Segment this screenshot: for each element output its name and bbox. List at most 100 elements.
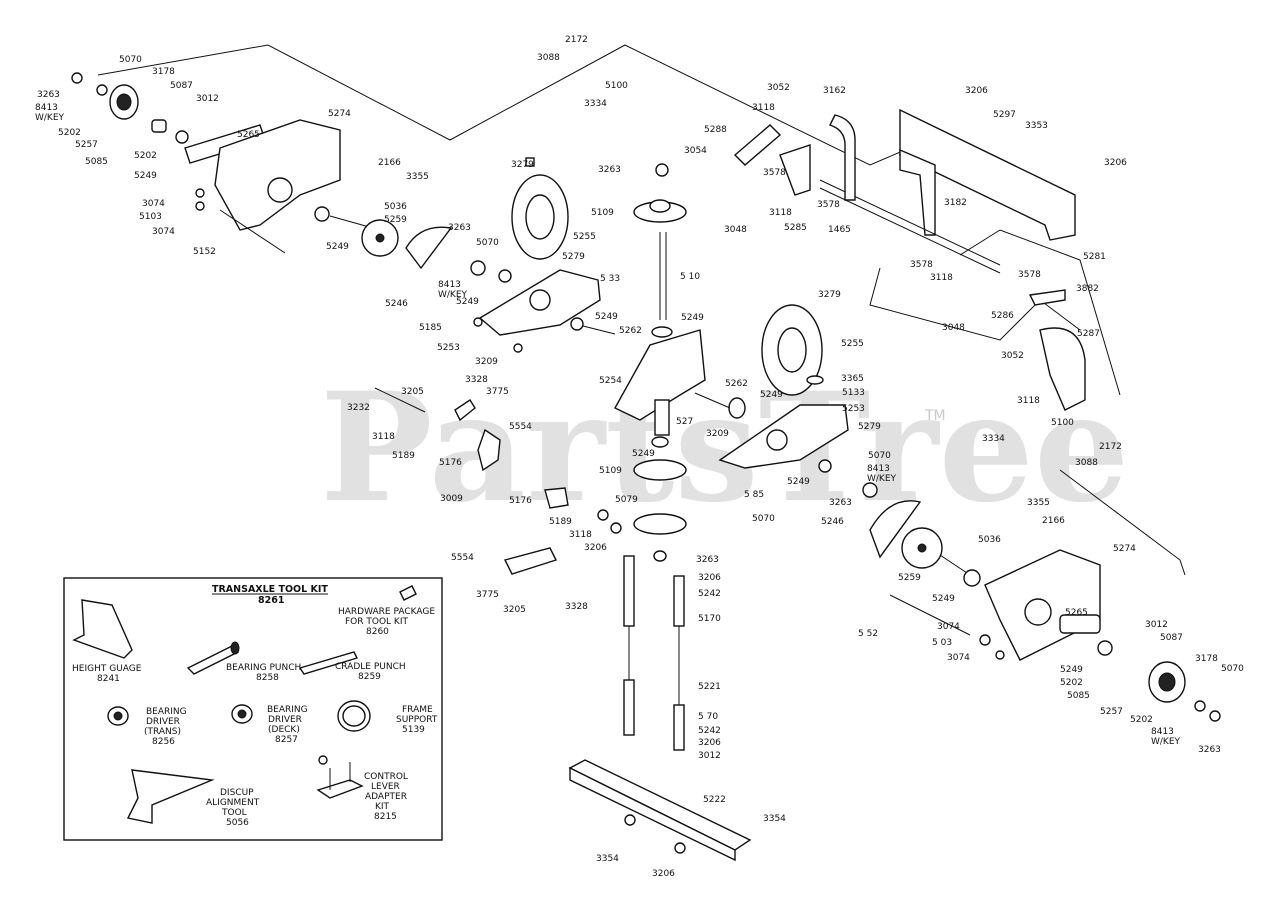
- callout: 5259: [384, 215, 407, 225]
- callout: 5133: [842, 388, 865, 398]
- callout: 3365: [841, 374, 864, 384]
- watermark-tm: TM: [924, 408, 946, 424]
- callout: 3206: [698, 573, 721, 583]
- callout: 3328: [465, 375, 488, 385]
- callout: 5176: [439, 458, 462, 468]
- callout: 3048: [724, 225, 747, 235]
- callout: 3162: [823, 86, 846, 96]
- callout: 5254: [599, 376, 622, 386]
- callout: 5 03: [932, 638, 952, 648]
- callout: 5 85: [744, 490, 764, 500]
- callout: 2172: [1099, 442, 1122, 452]
- callout: 3054: [684, 146, 707, 156]
- callout: 5259: [898, 573, 921, 583]
- callout: 3118: [930, 273, 953, 283]
- height-gauge-icon: [72, 599, 133, 659]
- kit-item-label: TOOL: [221, 808, 247, 818]
- callout: 3088: [1075, 458, 1098, 468]
- callout: 5109: [591, 208, 614, 218]
- callout: 3578: [1018, 270, 1041, 280]
- callout: 3012: [196, 94, 219, 104]
- callout: 5070: [476, 238, 499, 248]
- kit-item-label: HARDWARE PACKAGE: [338, 607, 435, 617]
- right-axle-assembly: [869, 500, 1221, 722]
- callout: 3012: [698, 751, 721, 761]
- callout: 3263: [448, 223, 471, 233]
- callout: 1465: [828, 225, 851, 235]
- callout: 5249: [1060, 665, 1083, 675]
- callout: 5070: [752, 514, 775, 524]
- callout: 5274: [1113, 544, 1136, 554]
- kit-item-number: 8241: [97, 674, 120, 684]
- callout: 5249: [456, 297, 479, 307]
- callout: 3088: [537, 53, 560, 63]
- callout: 3118: [1017, 396, 1040, 406]
- callout: 3354: [596, 854, 619, 864]
- callout: W/KEY: [1151, 737, 1181, 747]
- callout: 3353: [1025, 121, 1048, 131]
- callout: 5286: [991, 311, 1014, 321]
- callout: 3263: [37, 90, 60, 100]
- callout: 5242: [698, 726, 721, 736]
- callout: 5085: [1067, 691, 1090, 701]
- kit-item-label: ALIGNMENT: [206, 798, 260, 808]
- kit-item-label: KIT: [375, 802, 390, 812]
- callout: 5554: [509, 422, 532, 432]
- callout: 5249: [681, 313, 704, 323]
- callout: 5262: [725, 379, 748, 389]
- callout: 5265: [237, 130, 260, 140]
- callout: 5070: [1221, 664, 1244, 674]
- callout: 3263: [829, 498, 852, 508]
- callout: 3206: [1104, 158, 1127, 168]
- cradle-punch-icon: [298, 651, 358, 675]
- callout: 3206: [652, 869, 675, 879]
- callout: 3578: [817, 200, 840, 210]
- kit-item-label: CONTROL: [364, 772, 408, 782]
- callout: 3118: [569, 530, 592, 540]
- callout: 5265: [1065, 608, 1088, 618]
- callout: 5253: [437, 343, 460, 353]
- callout: 5281: [1083, 252, 1106, 262]
- bearing-driver-deck-icon: [231, 704, 253, 724]
- callout: 3178: [152, 67, 175, 77]
- callout: 3263: [598, 165, 621, 175]
- callout: 3205: [503, 605, 526, 615]
- callout: 3775: [486, 387, 509, 397]
- callout: 3334: [584, 99, 607, 109]
- callout: 5262: [619, 326, 642, 336]
- callout: 5202: [1130, 715, 1153, 725]
- callout: 5249: [595, 312, 618, 322]
- callout: 5079: [615, 495, 638, 505]
- kit-item-number: 8257: [275, 735, 298, 745]
- tool-kit-box: TRANSAXLE TOOL KIT 8261 HARDWARE PACKAGE…: [63, 577, 443, 841]
- callout: 5 52: [858, 629, 878, 639]
- callout: 8413: [35, 103, 58, 113]
- callout: 5036: [384, 202, 407, 212]
- callout: 5189: [392, 451, 415, 461]
- callout: 5 10: [680, 272, 700, 282]
- callout: 5249: [632, 449, 655, 459]
- callout: 3118: [769, 208, 792, 218]
- right-top-assembly: [733, 108, 1086, 411]
- callout: 3279: [818, 290, 841, 300]
- callout: 3355: [406, 172, 429, 182]
- callout: 3205: [401, 387, 424, 397]
- callout: 3578: [910, 260, 933, 270]
- watermark-text: PartsTree: [320, 360, 1129, 536]
- callout: 5 33: [600, 274, 620, 284]
- callout: 5246: [385, 299, 408, 309]
- callout: 5170: [698, 614, 721, 624]
- callout: 5221: [698, 682, 721, 692]
- kit-item-number: 5056: [226, 818, 249, 828]
- callout: 3118: [752, 103, 775, 113]
- callout: W/KEY: [438, 290, 468, 300]
- callout: 5255: [573, 232, 596, 242]
- callout: 5242: [698, 589, 721, 599]
- kit-item-number: 8256: [152, 737, 175, 747]
- kit-item-label: BEARING PUNCH: [226, 663, 301, 673]
- callout: 3052: [1001, 351, 1024, 361]
- callout: 3009: [440, 494, 463, 504]
- callout: 2166: [378, 158, 401, 168]
- kit-item-label: ADAPTER: [365, 792, 407, 802]
- callout: 3775: [476, 590, 499, 600]
